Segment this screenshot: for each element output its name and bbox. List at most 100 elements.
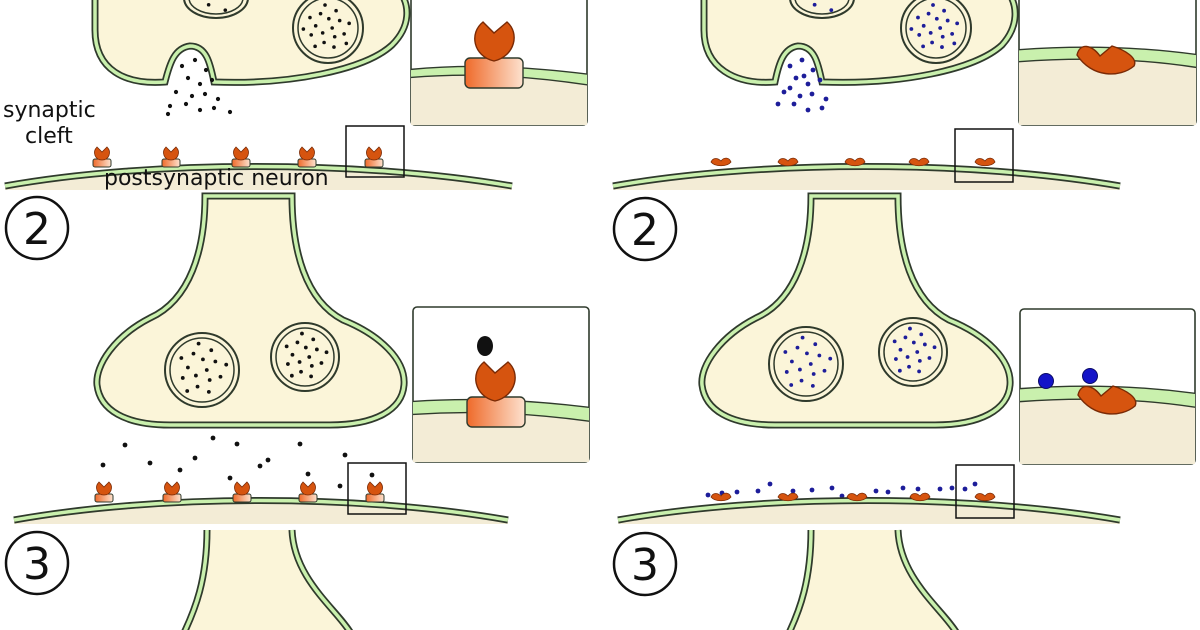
receptor xyxy=(710,157,732,167)
step-3-right: 3 xyxy=(612,531,678,597)
neurotransmitter-dot xyxy=(332,34,337,39)
neurotransmitter-dot xyxy=(185,365,190,370)
neurotransmitter-dot xyxy=(297,441,303,447)
receptor xyxy=(364,146,384,168)
neurotransmitter-molecule xyxy=(1082,368,1098,384)
vesicle-right-left xyxy=(292,0,364,64)
receptor xyxy=(231,146,251,168)
neurotransmitter-dot xyxy=(224,362,229,367)
receptor-row xyxy=(710,157,996,167)
neurotransmitter-dot xyxy=(789,383,794,387)
neurotransmitter-dot xyxy=(955,21,960,26)
neurotransmitter-dot xyxy=(179,356,184,360)
neurotransmitter-dot xyxy=(922,342,927,347)
neurotransmitter-dot xyxy=(911,340,916,345)
neurotransmitter-dot xyxy=(324,350,329,355)
neurotransmitter-dot xyxy=(342,452,348,458)
neurotransmitter-dot xyxy=(206,2,211,7)
neurotransmitter-dot xyxy=(234,441,240,447)
receptor xyxy=(777,492,799,502)
panel-left-middle xyxy=(13,192,590,524)
neurotransmitter-dot xyxy=(805,81,811,87)
neurotransmitter-dot xyxy=(180,376,185,380)
neurotransmitter-dot xyxy=(791,101,797,107)
neurotransmitter-dot xyxy=(909,27,914,31)
neurotransmitter-dot xyxy=(305,471,311,477)
svg-text:3: 3 xyxy=(631,540,659,591)
cleft-label: cleft xyxy=(25,124,73,149)
neurotransmitter-dot xyxy=(209,348,214,353)
neurotransmitter-dot xyxy=(808,362,813,366)
neurotransmitter-dot xyxy=(927,356,932,360)
neurotransmitter-dot xyxy=(301,27,306,31)
released-neurotransmitters xyxy=(775,57,829,113)
neurotransmitter-dot xyxy=(781,89,787,95)
neurotransmitter-dot xyxy=(945,18,950,23)
neurotransmitter-dot xyxy=(921,44,925,49)
neurotransmitter-dot xyxy=(308,15,312,20)
neurotransmitter-dot xyxy=(223,8,228,12)
neurotransmitter-dot xyxy=(972,481,978,487)
neurotransmitter-dot xyxy=(196,341,201,346)
neurotransmitter-dot xyxy=(767,481,773,487)
vesicle-right xyxy=(878,317,948,387)
neurotransmitter-dot xyxy=(286,362,290,366)
neurotransmitter-dot xyxy=(900,485,906,491)
neurotransmitter-dot xyxy=(917,369,921,374)
neurotransmitter-dot xyxy=(940,34,945,39)
vesicle-neurotransmitters xyxy=(179,331,329,394)
receptor xyxy=(908,157,930,167)
neurotransmitter-dot xyxy=(921,23,926,28)
receptor xyxy=(298,481,318,503)
neurotransmitter-dot xyxy=(734,489,740,495)
receptor-site xyxy=(1077,385,1137,415)
vesicle-top-left xyxy=(789,0,855,19)
neurotransmitter-dot xyxy=(347,21,351,26)
receptor-row xyxy=(710,492,996,502)
neurotransmitter-dot xyxy=(885,489,891,495)
presynaptic-terminal xyxy=(93,192,408,429)
neurotransmitter-dot xyxy=(937,486,943,492)
neurotransmitter-dot xyxy=(342,32,346,36)
neurotransmitter-dot xyxy=(812,2,817,7)
inset-top-right xyxy=(1018,0,1197,126)
vesicle-neurotransmitters xyxy=(206,2,351,49)
neurotransmitter-dot xyxy=(197,107,203,113)
neurotransmitter-dot xyxy=(265,457,271,463)
receptor xyxy=(909,492,931,502)
receptor xyxy=(974,492,996,502)
neurotransmitter-dot xyxy=(915,486,921,492)
vesicle-neurotransmitters xyxy=(783,326,937,388)
vesicle-neurotransmitters xyxy=(812,2,960,49)
receptor-row xyxy=(92,146,384,168)
neurotransmitter-dot xyxy=(755,488,761,494)
neurotransmitter-dot xyxy=(227,109,233,115)
vesicle-top-left xyxy=(183,0,249,19)
neurotransmitter-dot xyxy=(932,345,937,350)
neurotransmitter-dot xyxy=(327,16,331,21)
postsynaptic-neuron-label: postsynaptic neuron xyxy=(104,166,329,191)
axon-bottom-left xyxy=(181,529,353,630)
vesicle-left xyxy=(768,326,844,402)
neurotransmitter-dot xyxy=(192,57,198,63)
neurotransmitter-dot xyxy=(798,367,802,372)
neurotransmitter-dot xyxy=(201,357,205,362)
step-2-left: 2 xyxy=(4,195,70,261)
neurotransmitter-dot xyxy=(928,30,933,35)
neurotransmitter-dot xyxy=(332,45,336,49)
neurotransmitter-dot xyxy=(926,11,931,16)
neurotransmitter-dot xyxy=(930,40,934,45)
neurotransmitter-dot xyxy=(300,331,304,336)
zoom-box xyxy=(345,125,405,178)
synaptic-label: synaptic xyxy=(3,98,96,123)
neurotransmitter-dot xyxy=(227,475,233,481)
neurotransmitter-dot xyxy=(309,33,314,37)
neurotransmitter-dot xyxy=(213,359,218,364)
receptor xyxy=(844,157,866,167)
neurotransmitter-dot xyxy=(165,111,171,117)
neurotransmitter-dot xyxy=(809,91,815,97)
neurotransmitter-dot xyxy=(894,357,898,361)
presynaptic-terminal xyxy=(698,192,1014,429)
neurotransmitter-dot xyxy=(185,389,190,393)
receptor xyxy=(974,157,996,167)
